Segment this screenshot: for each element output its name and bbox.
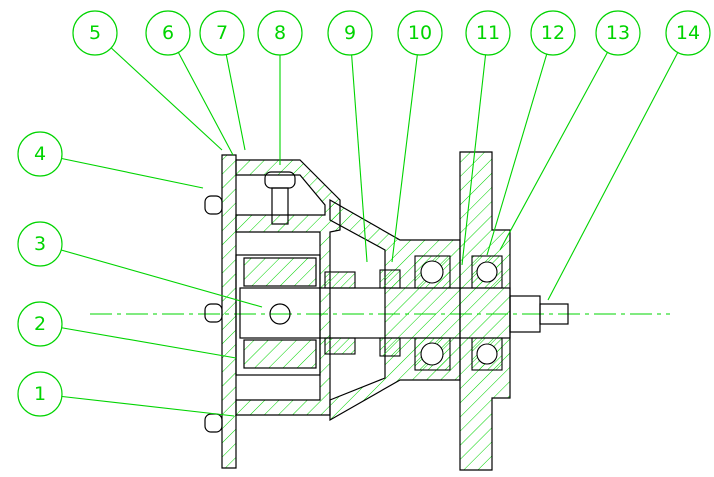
callout-13: 13 [595, 10, 641, 56]
seals [324, 269, 401, 357]
callout-11: 11 [465, 10, 511, 56]
svg-text:6: 6 [162, 22, 174, 44]
callout-8: 8 [257, 10, 303, 56]
callout-10: 10 [397, 10, 443, 56]
callout-14: 14 [665, 10, 711, 56]
callout-1: 1 [17, 371, 63, 417]
svg-text:3: 3 [34, 233, 46, 255]
callout-2: 2 [17, 301, 63, 347]
svg-text:1: 1 [34, 383, 46, 405]
callout-6: 6 [145, 10, 191, 56]
callout-3: 3 [17, 221, 63, 267]
svg-text:9: 9 [344, 22, 356, 44]
svg-text:12: 12 [541, 22, 565, 44]
svg-text:8: 8 [274, 22, 286, 44]
svg-text:13: 13 [606, 22, 630, 44]
svg-text:10: 10 [408, 22, 432, 44]
impeller [243, 257, 317, 369]
callout-4: 4 [17, 131, 63, 177]
svg-text:7: 7 [216, 22, 228, 44]
svg-text:11: 11 [476, 22, 500, 44]
shaft [239, 287, 569, 339]
svg-text:5: 5 [89, 22, 101, 44]
svg-text:14: 14 [676, 22, 700, 44]
callout-9: 9 [327, 10, 373, 56]
svg-text:4: 4 [34, 143, 46, 165]
callout-7: 7 [199, 10, 245, 56]
bearings [414, 255, 503, 371]
callouts: 1 2 3 4 5 6 7 8 9 10 11 12 13 14 [17, 10, 711, 417]
leader-lines [39, 32, 689, 417]
callout-12: 12 [530, 10, 576, 56]
svg-text:2: 2 [34, 313, 46, 335]
housing [221, 151, 511, 471]
callout-5: 5 [72, 10, 118, 56]
screws [204, 171, 296, 433]
